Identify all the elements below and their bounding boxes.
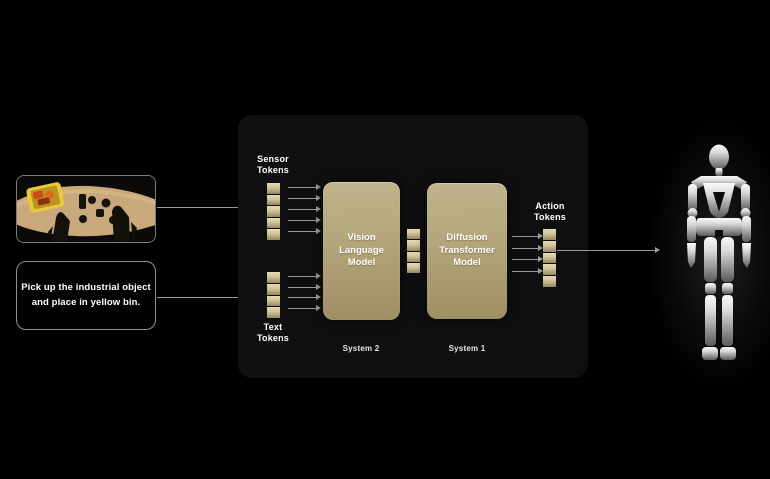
flow-arrow xyxy=(288,284,321,290)
robot-pelvis-notch xyxy=(715,230,723,237)
flow-arrow xyxy=(288,273,321,279)
flow-arrow xyxy=(288,228,321,234)
robot-left-hand xyxy=(687,243,696,268)
latent-token xyxy=(407,262,420,273)
robot-right-knee xyxy=(722,283,733,294)
left-gripper-claw xyxy=(48,226,53,242)
workspace-scene-illustration xyxy=(17,176,155,242)
robot-right-shin xyxy=(722,295,733,346)
robot-right-thigh xyxy=(721,237,734,282)
instruction-text-card: Pick up the industrial object and place … xyxy=(16,261,156,330)
sensor-token xyxy=(267,206,280,217)
flow-arrow xyxy=(512,245,543,251)
robot-left-shin xyxy=(705,295,716,346)
humanoid-robot-icon xyxy=(687,144,751,360)
right-gripper xyxy=(112,205,130,242)
action-token-stack xyxy=(543,229,556,287)
flow-arrow xyxy=(512,233,543,239)
sensor-token xyxy=(267,194,280,206)
diffusion-transformer-model-box: Diffusion Transformer Model xyxy=(427,183,507,319)
system-1-label: System 1 xyxy=(448,344,486,353)
flow-arrow xyxy=(288,305,321,311)
text-token xyxy=(267,283,280,295)
robot-right-forearm xyxy=(742,216,751,242)
action-token xyxy=(543,240,556,252)
text-token xyxy=(267,295,280,307)
vision-language-model-box: Vision Language Model xyxy=(323,182,400,320)
system-2-label: System 2 xyxy=(342,344,380,353)
robot-left-elbow xyxy=(687,208,698,218)
flow-arrow xyxy=(288,195,321,201)
robot-right-elbow xyxy=(740,208,751,218)
action-token xyxy=(543,264,556,276)
flow-arrow xyxy=(288,206,321,212)
text-tokens-label: Text Tokens xyxy=(256,322,290,344)
text-token xyxy=(267,307,280,318)
flow-arrow xyxy=(288,294,321,300)
sensor-token-stack xyxy=(267,183,280,240)
actions-to-robot-connector xyxy=(557,247,660,253)
robot-left-upper-arm xyxy=(688,184,697,211)
sensor-token xyxy=(267,217,280,229)
yellow-bin xyxy=(26,182,65,213)
robot-head xyxy=(709,144,729,170)
sensor-token xyxy=(267,229,280,240)
text-token xyxy=(267,272,280,283)
flow-arrow xyxy=(288,217,321,223)
action-tokens-label: Action Tokens xyxy=(533,201,567,223)
flow-arrow xyxy=(512,268,543,274)
robot-left-forearm xyxy=(687,216,696,242)
sensor-token xyxy=(267,183,280,194)
robot-right-hand xyxy=(742,243,751,268)
action-token xyxy=(543,276,556,287)
robot-right-foot xyxy=(720,347,736,360)
robot-right-upper-arm xyxy=(741,184,750,211)
latent-token-stack xyxy=(407,229,420,273)
action-token xyxy=(543,229,556,240)
robot-left-foot xyxy=(702,347,718,360)
left-gripper xyxy=(52,212,70,242)
robot-left-thigh xyxy=(704,237,717,282)
workspace-camera-image xyxy=(16,175,156,243)
flow-arrow xyxy=(288,184,321,190)
text-token-stack xyxy=(267,272,280,318)
flow-arrow xyxy=(512,256,543,262)
right-gripper-claw xyxy=(131,222,137,242)
action-token xyxy=(543,252,556,264)
sensor-tokens-label: Sensor Tokens xyxy=(256,154,290,176)
robot-left-knee xyxy=(705,283,716,294)
robot-pelvis xyxy=(696,218,742,236)
latent-token xyxy=(407,251,420,262)
robot-chest-notch xyxy=(713,192,725,212)
robot-neck xyxy=(715,168,723,176)
latent-token xyxy=(407,229,420,240)
latent-token xyxy=(407,240,420,251)
